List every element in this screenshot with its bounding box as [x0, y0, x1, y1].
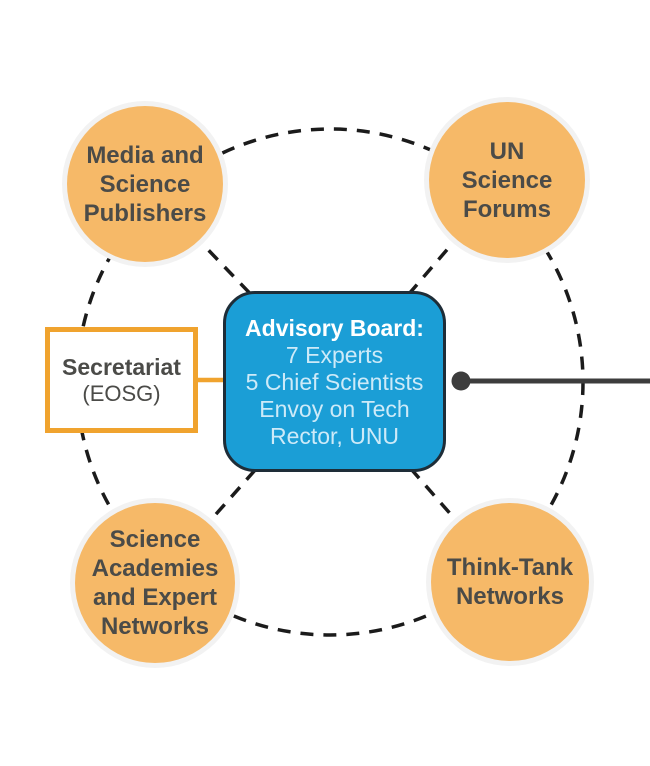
secretariat-box: Secretariat (EOSG)	[45, 327, 198, 433]
secretariat-subtitle: (EOSG)	[82, 380, 161, 406]
secretariat-title: Secretariat	[62, 353, 181, 380]
node-label-line: Forums	[462, 195, 551, 223]
node-label-line: Publishers	[83, 199, 207, 227]
advisory-board-box: Advisory Board: 7 Experts 5 Chief Scient…	[223, 291, 446, 472]
node-un-science-forums: UN Science Forums	[429, 102, 585, 258]
node-label-line: Science	[109, 526, 201, 553]
node-label-line: Media and	[86, 141, 204, 169]
report-line-dot	[451, 371, 471, 391]
node-label-line: Networks	[100, 613, 210, 640]
advisory-board-line: 5 Chief Scientists	[245, 368, 424, 395]
advisory-board-line: Envoy on Tech	[259, 395, 410, 422]
advisory-board-line: 7 Experts	[285, 341, 384, 368]
advisory-board-line: Rector, UNU	[269, 422, 400, 449]
node-science-academies-expert-networks: Science Academies and Expert Networks	[75, 503, 235, 663]
node-label-line: and Expert	[92, 584, 218, 611]
node-label-line: UN	[489, 137, 525, 165]
node-media-science-publishers: Media and Science Publishers	[67, 106, 223, 262]
node-label-line: Science	[461, 166, 553, 194]
node-label-line: Science	[99, 170, 191, 198]
node-think-tank-networks: Think-Tank Networks	[431, 503, 589, 661]
node-label-line: Networks	[455, 583, 565, 610]
node-label-line: Think-Tank	[446, 554, 574, 581]
node-label-line: Academies	[91, 555, 219, 582]
advisory-board-title: Advisory Board:	[245, 314, 424, 341]
